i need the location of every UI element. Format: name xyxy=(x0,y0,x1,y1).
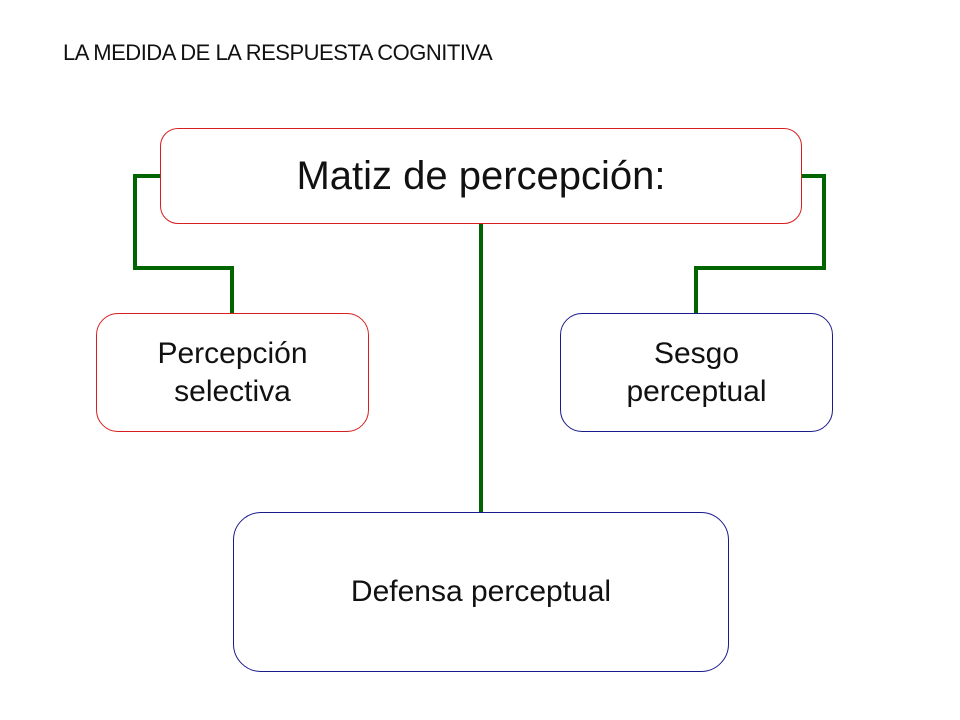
node-sesgo-perceptual: Sesgo perceptual xyxy=(560,313,833,432)
node-right-line-2: perceptual xyxy=(626,374,767,408)
root-node: Matiz de percepción: xyxy=(160,128,802,224)
node-bottom-line-1: Defensa perceptual xyxy=(350,575,612,609)
connector-root-to-right xyxy=(694,174,826,313)
node-defensa-perceptual: Defensa perceptual xyxy=(233,512,729,672)
connector-root-to-left xyxy=(133,174,234,313)
node-right-line-1: Sesgo xyxy=(653,337,740,370)
node-left-line-1: Percepción xyxy=(157,337,308,370)
node-left-line-2: selectiva xyxy=(174,374,291,408)
node-percepcion-selectiva: Percepción selectiva xyxy=(96,313,369,432)
page-title: LA MEDIDA DE LA RESPUESTA COGNITIVA xyxy=(63,40,493,65)
root-node-label: Matiz de percepción: xyxy=(296,154,666,198)
